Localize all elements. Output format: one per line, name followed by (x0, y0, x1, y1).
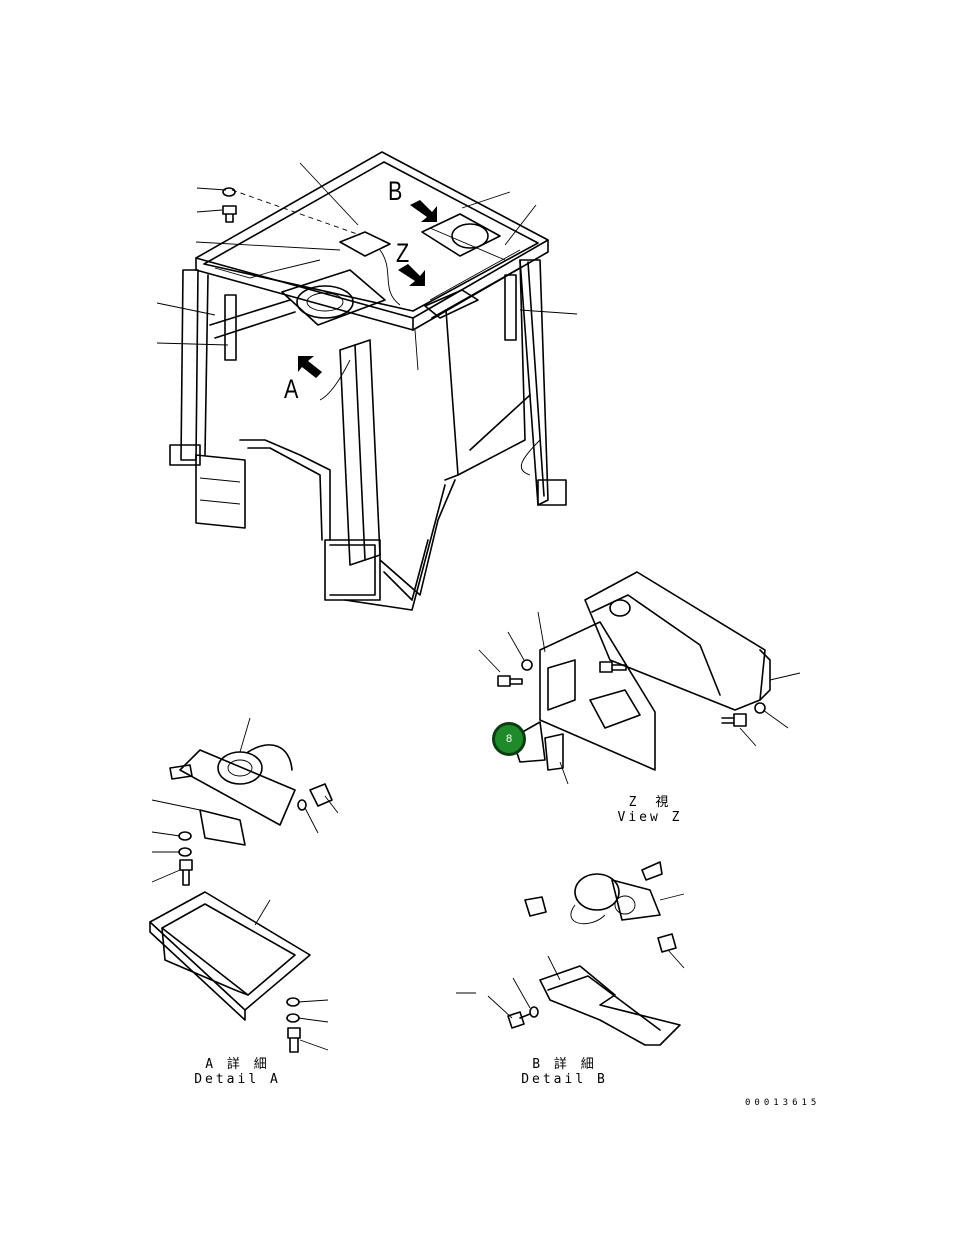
detail-a-caption: A 詳 細 Detail A (190, 1057, 285, 1087)
detail-b-caption-jp: B 詳 細 (532, 1057, 597, 1072)
view-z-caption-en: View Z (617, 810, 683, 825)
bolt-icon (222, 187, 237, 223)
document-number: 00013615 (745, 1098, 821, 1108)
view-arrow-icon (298, 200, 437, 378)
view-z-caption: Z 視 View Z (605, 795, 695, 825)
part-callout-8[interactable]: 8 (492, 722, 526, 756)
view-z-caption-jp: Z 視 (628, 795, 672, 810)
detail-a-caption-jp: A 詳 細 (205, 1057, 270, 1072)
detail-a-assembly (149, 717, 339, 1053)
detail-a-caption-en: Detail A (194, 1072, 281, 1087)
view-letter-z: Z (396, 238, 410, 268)
detail-b-caption-en: Detail B (521, 1072, 608, 1087)
view-z-assembly (478, 571, 801, 785)
cab-assembly (169, 151, 567, 611)
view-letter-b: B (388, 176, 403, 206)
view-letter-a: A (284, 374, 299, 404)
detail-b-caption: B 詳 細 Detail B (517, 1057, 612, 1087)
leader-lines (156, 162, 578, 346)
detail-b-assembly (456, 861, 685, 1046)
